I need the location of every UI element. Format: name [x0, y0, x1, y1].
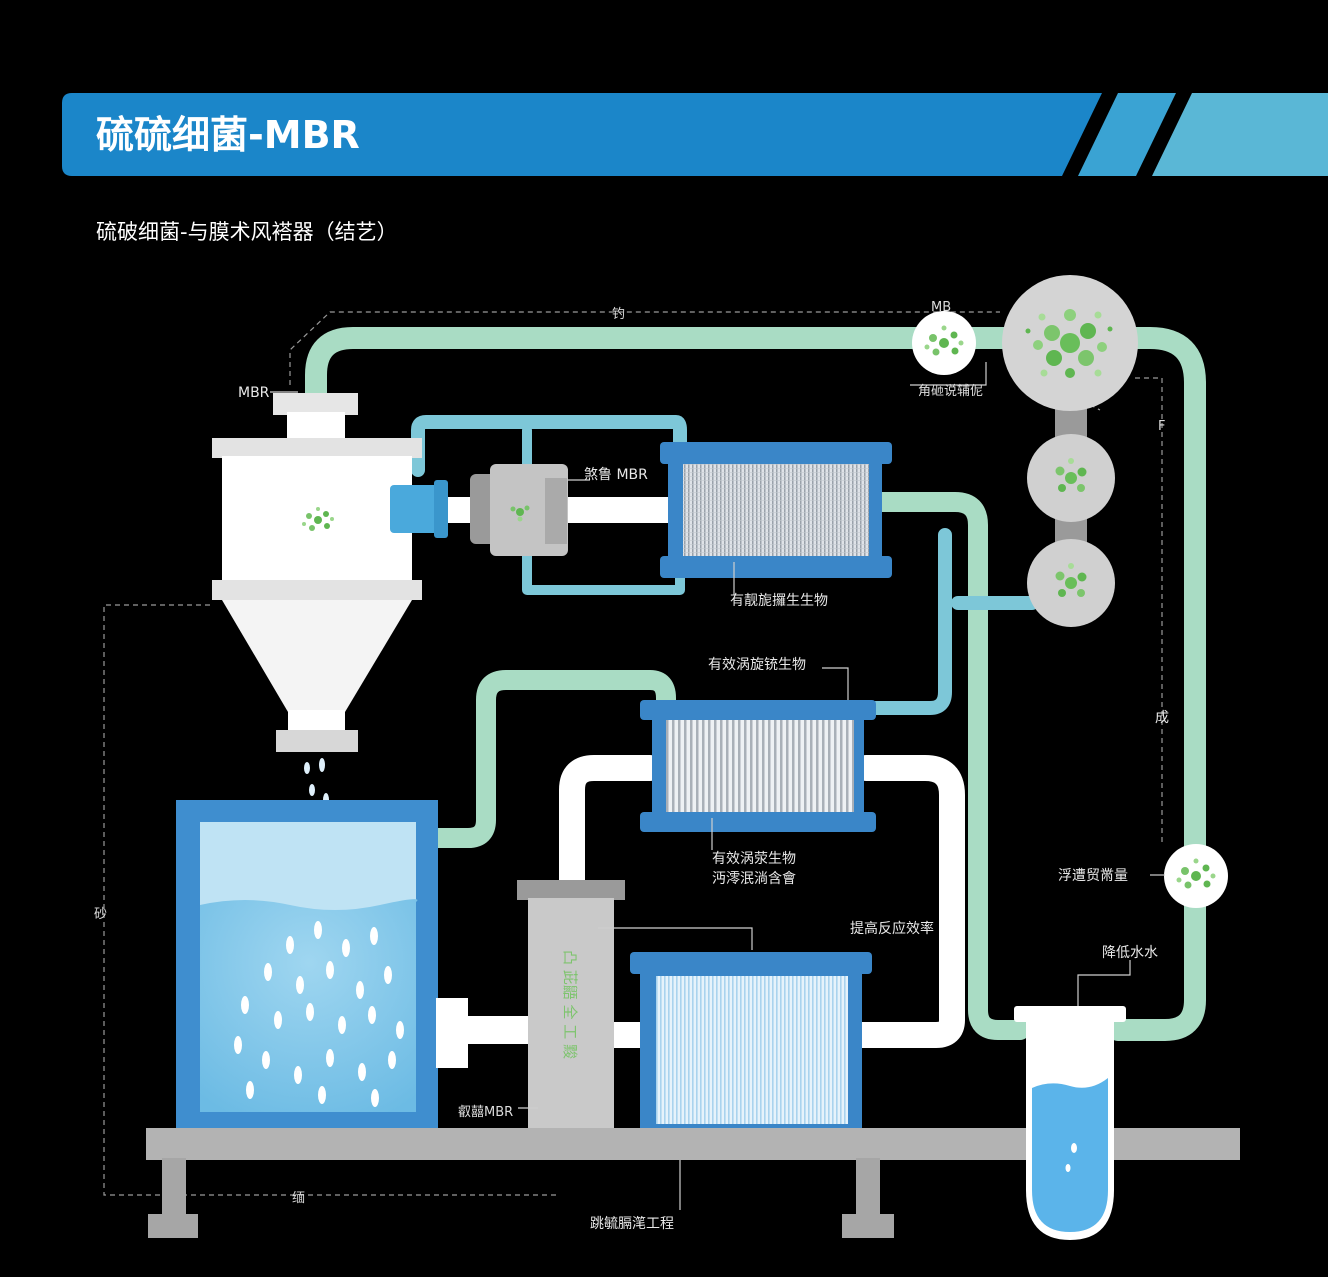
label-pump-mbr: 煞鲁 MBR [584, 467, 648, 483]
label-right-mark-2: 成 [1155, 710, 1169, 726]
pipe-green-main [305, 327, 1206, 1041]
label-right-node: 浮遭贸黹量 [1058, 868, 1128, 884]
label-top-pipe: 钓 [612, 307, 625, 322]
hopper-tank [212, 393, 448, 752]
microbe-node-low [1027, 539, 1115, 627]
pipe-white-column [559, 755, 663, 893]
pipe-teal-mid [869, 528, 952, 715]
microbe-node-mid [1027, 434, 1115, 522]
title-banner: 硫硫细菌-MBR [62, 93, 1328, 176]
membrane-module-bottom [630, 952, 872, 1130]
label-mbr-inlet: MBR [238, 385, 270, 401]
pipe-green-tube [870, 492, 1030, 1040]
microbe-icon [302, 507, 334, 531]
label-base-caption: 跳毓膈滗工程 [590, 1216, 674, 1232]
label-reduce-water: 降低水水 [1102, 945, 1158, 961]
label-right-mark-1: F [1158, 419, 1165, 434]
test-tube [1014, 1006, 1126, 1240]
labels: 钓 MBR MB 角砸说辅伲 煞鲁 MBR 有靓旎攞生生物 有效涡旋铳生物 有效… [94, 300, 1169, 1232]
filter-column: 凸 茈鼯 全 工 黢 [517, 880, 625, 1130]
label-membrane-mid-top: 有效涡旋铳生物 [708, 657, 806, 673]
label-node-caption: 角砸说辅伲 [918, 384, 983, 399]
pipe-white-right [849, 755, 965, 1048]
subtitle: 硫破细菌-与膜术风褡器（结艺） [96, 220, 398, 244]
microbe-node-right [1164, 844, 1228, 908]
label-left-dashed: 砂 [94, 907, 107, 922]
membrane-module-top [660, 442, 892, 578]
microbe-node-top-small [912, 311, 976, 375]
label-bottom-dashed: 缅 [292, 1191, 305, 1206]
pipe-teal-loop [411, 415, 687, 477]
label-membrane-mid-bottom-2: 沔澪泯淌含會 [712, 871, 796, 887]
label-membrane-mid-bottom-1: 有效涡荥生物 [712, 851, 796, 867]
tank-outlet-flange [436, 998, 468, 1068]
column-text: 凸 茈鼯 全 工 黢 [561, 950, 579, 1059]
membrane-module-middle [640, 700, 876, 832]
label-membrane-top: 有靓旎攞生生物 [730, 592, 828, 609]
water-tank [176, 800, 438, 1130]
pipe-green-tank [426, 670, 676, 848]
banner-title: 硫硫细菌-MBR [96, 113, 360, 157]
leader-lines [270, 362, 1165, 1210]
label-column-mbr: 叡囍MBR [458, 1105, 513, 1120]
pump-unit [470, 464, 568, 556]
label-mbr-top-node: MB [931, 300, 951, 315]
label-reaction-efficiency: 提高反应效率 [850, 920, 934, 937]
